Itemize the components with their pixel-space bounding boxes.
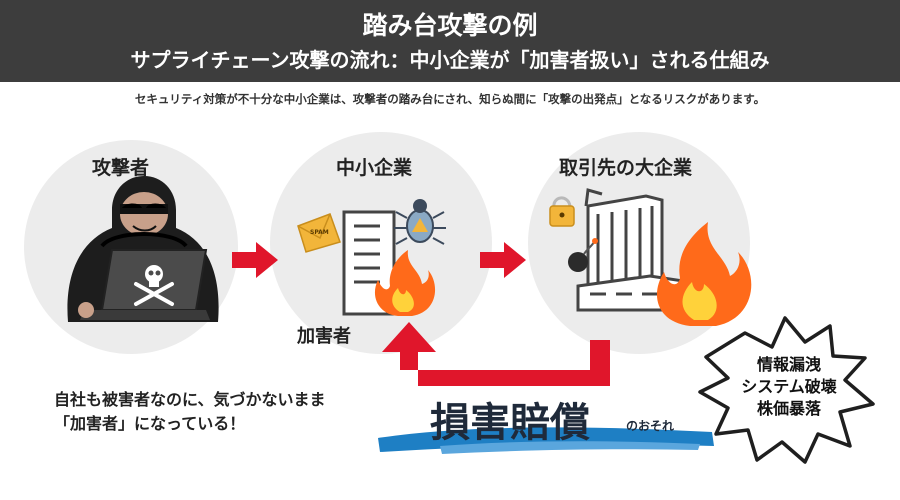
damage-title: 損害賠償 bbox=[430, 400, 590, 446]
perpetrator-label: 加害者 bbox=[297, 326, 351, 347]
spam-label: SPAM bbox=[310, 229, 329, 236]
warning-note-line-2: 「加害者」になっている！ bbox=[54, 414, 246, 433]
damage-suffix: のおそれ bbox=[626, 419, 675, 433]
header: 踏み台攻撃の例 サプライチェーン攻撃の流れ：中小企業が「加害者扱い」される仕組み bbox=[0, 0, 900, 82]
brush-stroke-tail bbox=[440, 441, 700, 454]
fire-icon-big-company bbox=[656, 222, 752, 326]
page-title: 踏み台攻撃の例 bbox=[362, 11, 538, 40]
return-arrow bbox=[382, 322, 610, 386]
lead-text: セキュリティ対策が不十分な中小企業は、攻撃者の踏み台にされ、知らぬ間に「攻撃の出… bbox=[134, 92, 766, 106]
impact-item: 情報漏洩 bbox=[756, 355, 821, 374]
big-company-label: 取引先の大企業 bbox=[559, 157, 693, 179]
padlock-icon bbox=[549, 196, 575, 227]
arrow-sme-to-big bbox=[480, 242, 526, 278]
arrow-attacker-to-sme bbox=[232, 242, 278, 278]
spam-envelope-icon: SPAM bbox=[297, 213, 341, 253]
bomb-icon bbox=[568, 238, 598, 272]
attacker-label: 攻撃者 bbox=[92, 157, 150, 179]
impact-list: 情報漏洩 システム破壊 株価暴落 bbox=[724, 354, 854, 420]
skull-icon bbox=[134, 265, 174, 306]
page-subtitle: サプライチェーン攻撃の流れ：中小企業が「加害者扱い」される仕組み bbox=[130, 48, 770, 72]
small-office-building-icon bbox=[342, 210, 396, 316]
virus-bug-icon bbox=[394, 199, 446, 245]
sme-label: 中小企業 bbox=[336, 157, 413, 179]
impact-item: 株価暴落 bbox=[756, 399, 821, 418]
warning-note: 自社も被害者なのに、気づかないまま 「加害者」になっている！ bbox=[54, 388, 326, 436]
impact-burst bbox=[698, 316, 875, 464]
fire-icon-sme bbox=[374, 250, 436, 316]
impact-item: システム破壊 bbox=[741, 377, 837, 396]
warning-note-line-1: 自社も被害者なのに、気づかないまま bbox=[54, 390, 326, 409]
